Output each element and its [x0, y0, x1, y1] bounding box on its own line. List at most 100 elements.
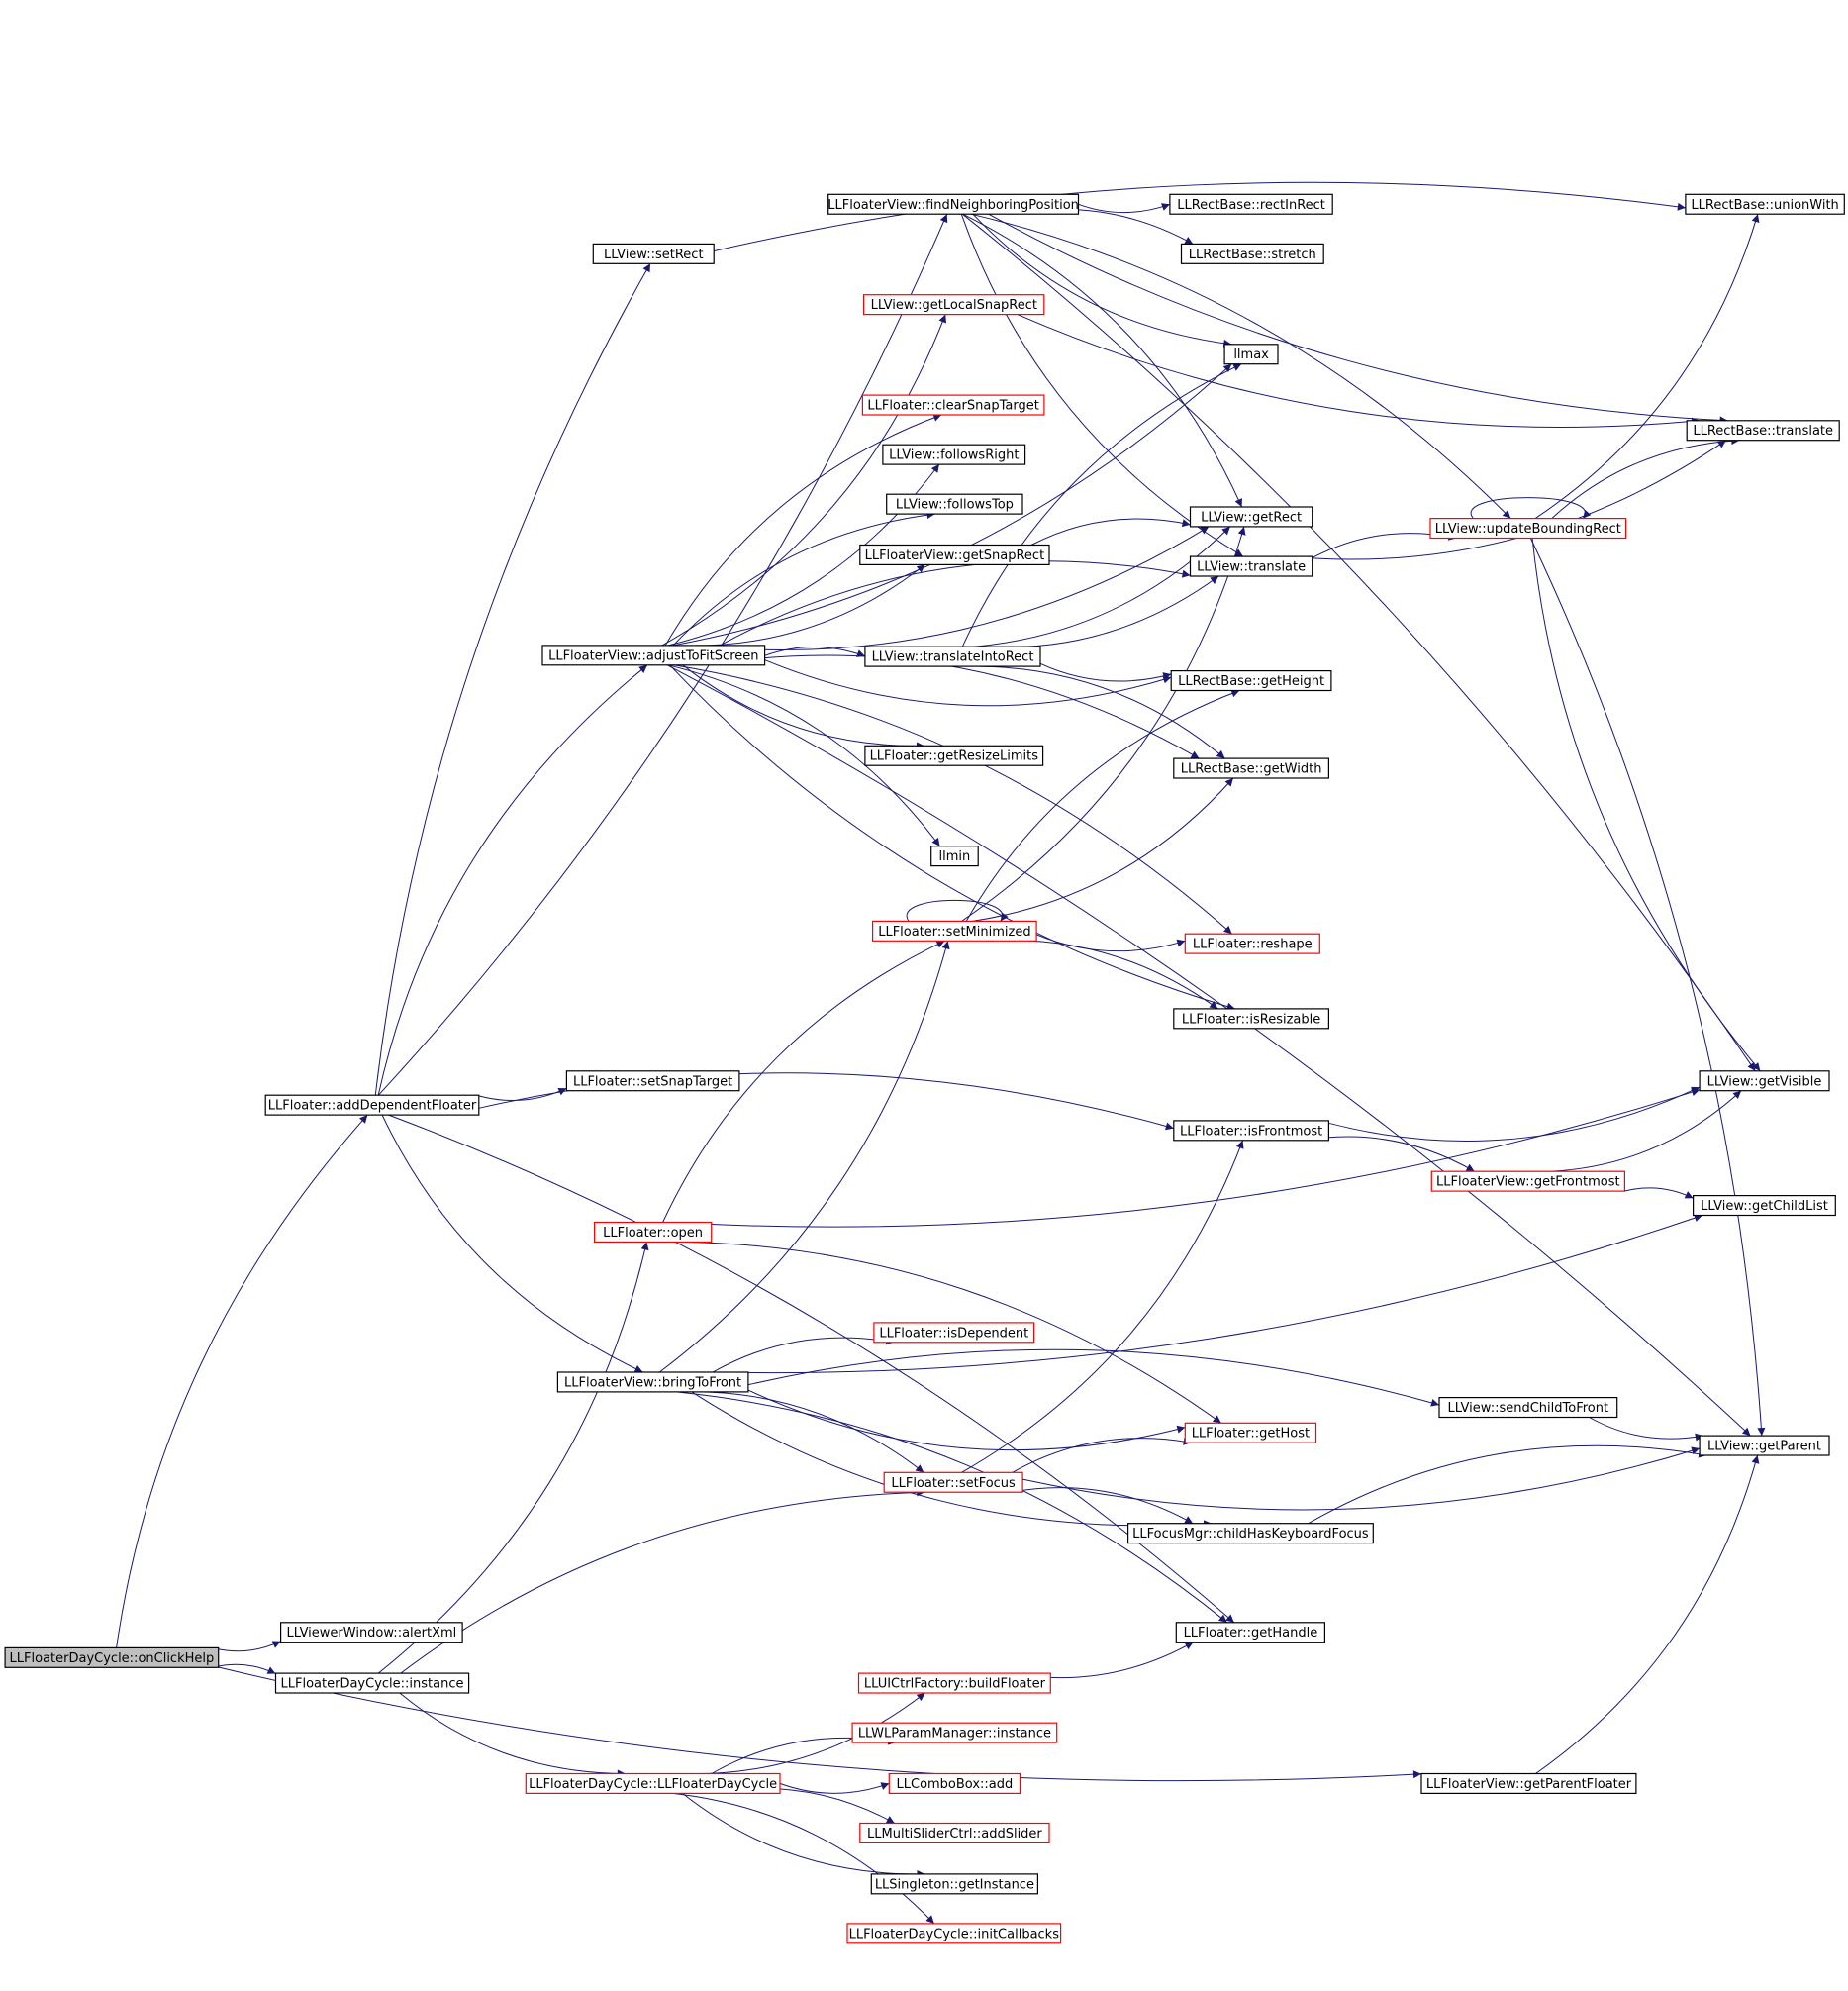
node-setMinimized[interactable]: LLFloater::setMinimized — [871, 920, 1037, 942]
node-getLocalSnapRect[interactable]: LLView::getLocalSnapRect — [862, 294, 1045, 316]
node-box[interactable] — [1438, 1396, 1618, 1419]
node-box[interactable] — [827, 193, 1080, 215]
node-box[interactable] — [861, 394, 1045, 416]
node-unionWith[interactable]: LLRectBase::unionWith — [1685, 193, 1845, 215]
node-reshape[interactable]: LLFloater::reshape — [1184, 933, 1320, 954]
node-setRect[interactable]: LLView::setRect — [592, 243, 715, 264]
node-getWidth[interactable]: LLRectBase::getWidth — [1173, 757, 1330, 779]
node-childHasKeyboardFocus[interactable]: LLFocusMgr::childHasKeyboardFocus — [1126, 1523, 1374, 1544]
node-setSnapTarget[interactable]: LLFloater::setSnapTarget — [565, 1070, 740, 1092]
node-box[interactable] — [1685, 193, 1845, 215]
node-box[interactable] — [1184, 933, 1320, 954]
node-ctor[interactable]: LLFloaterDayCycle::LLFloaterDayCycle — [525, 1772, 781, 1794]
node-isResizable[interactable]: LLFloater::isResizable — [1173, 1008, 1330, 1030]
node-open[interactable]: LLFloater::open — [593, 1221, 713, 1243]
node-box[interactable] — [264, 1094, 480, 1116]
node-box[interactable] — [1175, 1622, 1326, 1643]
node-isFrontmost[interactable]: LLFloater::isFrontmost — [1173, 1120, 1330, 1142]
node-box[interactable] — [859, 1822, 1050, 1843]
node-box[interactable] — [883, 1471, 1023, 1493]
node-box[interactable] — [541, 645, 766, 666]
node-getVisible[interactable]: LLView::getVisible — [1699, 1070, 1830, 1092]
node-box[interactable] — [274, 1672, 470, 1694]
node-box[interactable] — [1180, 243, 1324, 264]
node-box[interactable] — [864, 646, 1041, 667]
node-adjustToFitScreen[interactable]: LLFloaterView::adjustToFitScreen — [541, 645, 766, 666]
node-sendChildToFront[interactable]: LLView::sendChildToFront — [1438, 1396, 1618, 1419]
node-box[interactable] — [1189, 555, 1313, 577]
node-rectTranslate[interactable]: LLRectBase::translate — [1686, 420, 1840, 442]
node-followsRight[interactable]: LLView::followsRight — [882, 444, 1026, 465]
node-getFrontmost[interactable]: LLFloaterView::getFrontmost — [1430, 1170, 1626, 1192]
node-getInstance[interactable]: LLSingleton::getInstance — [870, 1873, 1038, 1895]
node-translateIntoRect[interactable]: LLView::translateIntoRect — [864, 646, 1041, 667]
node-getHeight[interactable]: LLRectBase::getHeight — [1170, 669, 1332, 692]
node-getHandle[interactable]: LLFloater::getHandle — [1175, 1622, 1326, 1643]
node-box[interactable] — [280, 1622, 463, 1643]
node-box[interactable] — [1699, 1435, 1830, 1456]
node-initCallbacks[interactable]: LLFloaterDayCycle::initCallbacks — [846, 1923, 1062, 1944]
node-updateBoundingRect[interactable]: LLView::updateBoundingRect — [1429, 517, 1627, 540]
node-box[interactable] — [1699, 1070, 1830, 1092]
node-box[interactable] — [873, 1322, 1035, 1344]
node-box[interactable] — [864, 745, 1044, 766]
node-box[interactable] — [857, 1672, 1051, 1694]
node-box[interactable] — [592, 243, 715, 264]
node-onClickHelp[interactable]: LLFloaterDayCycle::onClickHelp — [4, 1646, 220, 1668]
node-box[interactable] — [862, 294, 1045, 316]
node-getSnapRect[interactable]: LLFloaterView::getSnapRect — [859, 544, 1050, 565]
node-isDependent[interactable]: LLFloater::isDependent — [873, 1322, 1035, 1344]
node-box[interactable] — [1189, 506, 1313, 528]
node-box[interactable] — [1169, 193, 1333, 215]
node-box[interactable] — [871, 920, 1037, 942]
node-box[interactable] — [870, 1873, 1038, 1895]
node-clearSnapTarget[interactable]: LLFloater::clearSnapTarget — [861, 394, 1045, 416]
node-viewTranslate[interactable]: LLView::translate — [1189, 555, 1313, 577]
node-box[interactable] — [846, 1923, 1062, 1944]
node-box[interactable] — [1173, 757, 1330, 779]
node-box[interactable] — [4, 1646, 220, 1668]
node-getResizeLimits[interactable]: LLFloater::getResizeLimits — [864, 745, 1044, 766]
node-box[interactable] — [1430, 1170, 1626, 1192]
node-box[interactable] — [859, 544, 1050, 565]
node-addDependentFloater[interactable]: LLFloater::addDependentFloater — [264, 1094, 480, 1116]
node-box[interactable] — [930, 846, 979, 867]
node-box[interactable] — [1170, 669, 1332, 692]
node-getParent[interactable]: LLView::getParent — [1699, 1435, 1830, 1456]
node-setFocus[interactable]: LLFloater::setFocus — [883, 1471, 1023, 1493]
node-alertXml[interactable]: LLViewerWindow::alertXml — [280, 1622, 463, 1643]
node-getChildList[interactable]: LLView::getChildList — [1692, 1194, 1836, 1217]
node-box[interactable] — [882, 444, 1026, 465]
node-dcInstance[interactable]: LLFloaterDayCycle::instance — [274, 1672, 470, 1694]
node-box[interactable] — [851, 1722, 1058, 1743]
node-box[interactable] — [1692, 1194, 1836, 1217]
node-getRect[interactable]: LLView::getRect — [1189, 506, 1313, 528]
node-box[interactable] — [1420, 1772, 1637, 1794]
node-box[interactable] — [565, 1070, 740, 1092]
node-box[interactable] — [1686, 420, 1840, 442]
node-box[interactable] — [1126, 1523, 1374, 1544]
node-box[interactable] — [556, 1371, 749, 1393]
node-getHost[interactable]: LLFloater::getHost — [1184, 1422, 1317, 1443]
node-llmin[interactable]: llmin — [930, 846, 979, 867]
node-findNeighboringPosition[interactable]: LLFloaterView::findNeighboringPosition — [827, 193, 1080, 215]
node-box[interactable] — [886, 493, 1023, 515]
node-box[interactable] — [888, 1772, 1021, 1794]
node-wlInstance[interactable]: LLWLParamManager::instance — [851, 1722, 1058, 1743]
node-box[interactable] — [1223, 344, 1279, 365]
node-box[interactable] — [1173, 1008, 1330, 1030]
node-followsTop[interactable]: LLView::followsTop — [886, 493, 1023, 515]
node-box[interactable] — [1429, 517, 1627, 540]
node-box[interactable] — [1173, 1120, 1330, 1142]
node-rectInRect[interactable]: LLRectBase::rectInRect — [1169, 193, 1333, 215]
node-box[interactable] — [593, 1221, 713, 1243]
node-llmax[interactable]: llmax — [1223, 344, 1279, 365]
node-stretch[interactable]: LLRectBase::stretch — [1180, 243, 1324, 264]
node-buildFloater[interactable]: LLUICtrlFactory::buildFloater — [857, 1672, 1051, 1694]
node-addSlider[interactable]: LLMultiSliderCtrl::addSlider — [859, 1822, 1050, 1843]
node-box[interactable] — [1184, 1422, 1317, 1443]
node-getParentFloater[interactable]: LLFloaterView::getParentFloater — [1420, 1772, 1637, 1794]
node-comboAdd[interactable]: LLComboBox::add — [888, 1772, 1021, 1794]
node-bringToFront[interactable]: LLFloaterView::bringToFront — [556, 1371, 749, 1393]
node-box[interactable] — [525, 1772, 781, 1794]
